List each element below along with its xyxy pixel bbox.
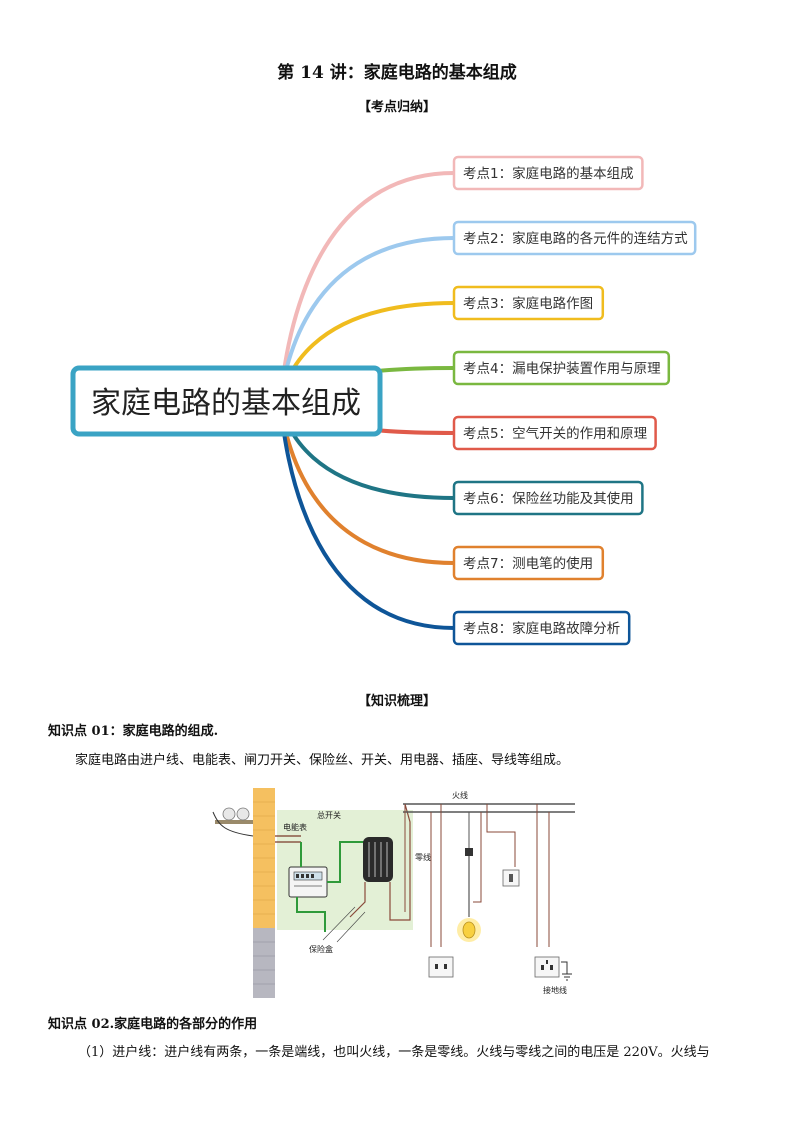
mind-map-branch-label: 考点3：家庭电路作图 xyxy=(463,295,593,312)
mind-map-branch-label: 考点6：保险丝功能及其使用 xyxy=(463,490,634,507)
mind-map-branch-label: 考点5：空气开关的作用和原理 xyxy=(463,426,648,442)
knowledge-point-1-title: 知识点 01：家庭电路的组成. xyxy=(48,724,219,739)
ground-icon xyxy=(562,973,572,981)
mind-map-branch-node: 考点6：保险丝功能及其使用 xyxy=(452,480,644,516)
section-heading-knowledge: 【知识梳理】 xyxy=(357,694,436,709)
knowledge-point-1-text: 家庭电路由进户线、电能表、闸刀开关、保险丝、开关、用电器、插座、导线等组成。 xyxy=(75,753,570,768)
mind-map-central-label: 家庭电路的基本组成 xyxy=(91,386,361,421)
mind-map-branch-node: 考点5：空气开关的作用和原理 xyxy=(452,415,657,451)
socket-icon xyxy=(428,956,454,978)
label-neutral-wire: 零线 xyxy=(415,852,431,862)
knowledge-point-2-title: 知识点 02.家庭电路的各部分的作用 xyxy=(48,1017,258,1032)
label-fire-wire: 火线 xyxy=(452,790,468,800)
mind-map-branch-node: 考点8：家庭电路故障分析 xyxy=(452,610,631,646)
mind-map-branch-node: 考点2：家庭电路的各元件的连结方式 xyxy=(452,220,697,256)
label-main-switch: 总开关 xyxy=(317,810,341,820)
insulator-icon xyxy=(212,807,254,837)
mind-map-branch-node: 考点7：测电笔的使用 xyxy=(452,545,605,581)
mind-map: 考点1：家庭电路的基本组成考点2：家庭电路的各元件的连结方式考点3：家庭电路作图… xyxy=(70,155,697,646)
electric-meter-icon xyxy=(288,866,328,898)
knowledge-point-2-text: （1）进户线：进户线有两条，一条是端线，也叫火线，一条是零线。火线与零线之间的电… xyxy=(78,1045,710,1060)
mind-map-branch-label: 考点7：测电笔的使用 xyxy=(463,555,593,572)
mind-map-central-node: 家庭电路的基本组成 xyxy=(70,365,383,437)
mind-map-branch-node: 考点4：漏电保护装置作用与原理 xyxy=(452,350,671,386)
label-ground-wire: 接地线 xyxy=(543,985,567,995)
mind-map-branch-label: 考点8：家庭电路故障分析 xyxy=(463,620,620,637)
label-electric-meter: 电能表 xyxy=(283,822,307,832)
mind-map-branch-label: 考点1：家庭电路的基本组成 xyxy=(463,165,634,182)
wall-switch-icon xyxy=(502,869,520,887)
main-switch-icon xyxy=(363,837,393,882)
section-heading-exam-points: 【考点归纳】 xyxy=(357,100,436,115)
light-bulb-icon xyxy=(457,918,481,942)
household-circuit-diagram: 火线 总开关 电能表 零线 保险盒 接地线 xyxy=(212,788,575,998)
page-title: 第 14 讲：家庭电路的基本组成 xyxy=(277,63,517,83)
label-fuse-box: 保险盒 xyxy=(309,944,333,954)
wall-lower xyxy=(253,928,275,998)
mind-map-branch-node: 考点1：家庭电路的基本组成 xyxy=(452,155,644,191)
grounded-socket-icon xyxy=(534,956,560,978)
mind-map-branch-label: 考点4：漏电保护装置作用与原理 xyxy=(463,361,661,377)
mind-map-branch-node: 考点3：家庭电路作图 xyxy=(452,285,605,321)
mind-map-branch-label: 考点2：家庭电路的各元件的连结方式 xyxy=(463,230,688,247)
